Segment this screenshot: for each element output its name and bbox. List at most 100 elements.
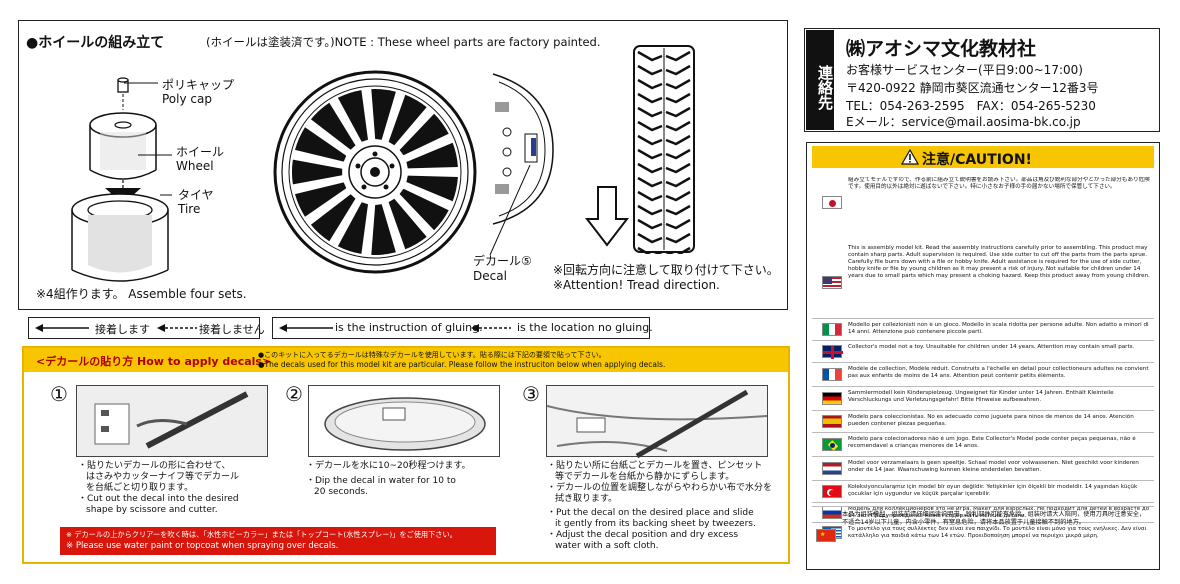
tread-groove bbox=[637, 232, 663, 244]
wheel-front-view bbox=[273, 70, 477, 274]
tread-groove bbox=[665, 232, 691, 244]
tread-groove bbox=[665, 148, 691, 160]
tread-groove bbox=[665, 176, 691, 188]
tread-groove bbox=[637, 50, 663, 62]
flag-fr-icon bbox=[822, 368, 842, 381]
caution-it: Modello per collezionisti non è un gioco… bbox=[812, 318, 1154, 340]
tread-groove bbox=[665, 218, 691, 230]
flag-de-icon bbox=[822, 392, 842, 405]
address: 〒420-0922 静岡市葵区流通センター12番3号 bbox=[846, 81, 1099, 95]
step2-number: ② bbox=[285, 382, 303, 406]
decal-header-note-en: ●The decals used for this model kit are … bbox=[258, 360, 666, 369]
tel-fax: TEL：054-263-2595 FAX：054-265-5230 bbox=[846, 99, 1096, 113]
flag-gb-icon bbox=[822, 345, 843, 359]
caution-jp: 組み立てモデルですので、作る前に組み立て説明書をお読み下さい。部品は角及び鋭利な… bbox=[812, 174, 1154, 242]
tread-groove bbox=[665, 190, 691, 202]
caution-header-bar bbox=[812, 146, 1154, 168]
decal-header-bar bbox=[24, 348, 788, 372]
decal-header-note-jp: ●このキットに入ってるデカールは特殊なデカールを使用しています。貼る際には下記の… bbox=[258, 351, 606, 359]
wheel-spoke-gap bbox=[337, 202, 368, 254]
caution-cn: ★ 本品为组装模型，组装前请仔细阅读说明书。锐利部件可能有危险，组装时请大人陪同… bbox=[812, 506, 1154, 564]
tread-groove bbox=[665, 50, 691, 62]
wheel-spoke-gap bbox=[388, 198, 427, 250]
wheel-spoke-gap bbox=[310, 194, 356, 242]
tread-groove bbox=[665, 78, 691, 90]
step1-image bbox=[76, 385, 268, 457]
company-name: ㈱アオシマ文化教材社 bbox=[846, 38, 1037, 60]
tread-groove bbox=[637, 190, 663, 202]
caution-title: 注意/CAUTION! bbox=[922, 152, 1032, 168]
tread-groove bbox=[637, 246, 663, 254]
service-center: お客様サービスセンター(平日9:00~17:00) bbox=[846, 63, 1083, 77]
caution-de: Sammlermodell kein Kinderspielzeug. Unge… bbox=[812, 386, 1154, 410]
tread-groove bbox=[637, 204, 663, 216]
decal-warning-en: ※ Please use water paint or topcoat when… bbox=[66, 541, 339, 551]
tread-groove bbox=[637, 106, 663, 118]
tread-groove bbox=[665, 92, 691, 104]
wheel-spoke-gap bbox=[399, 188, 449, 231]
tread-groove bbox=[665, 106, 691, 118]
tread-groove bbox=[665, 134, 691, 146]
flag-es-icon bbox=[822, 415, 842, 428]
wheel-spoke-gap bbox=[371, 89, 396, 140]
tread-groove bbox=[665, 64, 691, 76]
wheel-spoke-gap bbox=[295, 127, 347, 162]
tread-groove bbox=[665, 120, 691, 132]
decal-warning-jp: ※ デカールの上からクリアーを吹く時は、「水性ホビーカラー」または「トップコート… bbox=[66, 530, 457, 539]
rotation-note: ※回転方向に注意して取り付けて下さい。※Attention! Tread dir… bbox=[553, 263, 779, 292]
step3-number: ③ bbox=[522, 382, 540, 406]
email: Eメール：service@mail.aosima-bk.co.jp bbox=[846, 115, 1081, 129]
caution-nl: Model voor verzamelaars is geen speeltje… bbox=[812, 456, 1154, 480]
tread-groove bbox=[637, 218, 663, 230]
wheel-spoke-gap bbox=[371, 204, 396, 255]
assembly-panel bbox=[18, 20, 788, 310]
caution-br: Modelo para colecionadores não é um jogo… bbox=[812, 432, 1154, 456]
assemble-four-sets: ※4組作ります。 Assemble four sets. bbox=[36, 287, 247, 301]
contact-side-label: 連絡先 bbox=[806, 30, 834, 130]
step1-text: ・貼りたいデカールの形に合わせて、 はさみやカッターナイフ等でデカール を台紙ご… bbox=[78, 461, 240, 515]
flag-us-icon bbox=[822, 276, 842, 289]
caution-es: Modelo para coleccionistas. No es adecua… bbox=[812, 410, 1154, 432]
caution-tr: Koleksiyonculara̧mız için model bir oyun… bbox=[812, 480, 1154, 502]
wheel-spoke-gap bbox=[406, 142, 458, 169]
flag-it-icon bbox=[822, 323, 842, 336]
wheel-spoke-gap bbox=[310, 102, 356, 150]
direction-arrow-icon bbox=[585, 186, 629, 247]
tread-groove bbox=[637, 176, 663, 188]
wheel-spoke-gap bbox=[337, 90, 368, 142]
tread-groove bbox=[637, 134, 663, 146]
brake-detail bbox=[492, 73, 554, 225]
step1-number: ① bbox=[50, 382, 68, 406]
wheel-assembly-diagram bbox=[71, 77, 169, 282]
assembly-title: ●ホイールの組み立て bbox=[26, 35, 165, 51]
step2-text: ・デカールを水に10~20秒程つけます。 ・Dip the decal in w… bbox=[306, 461, 471, 497]
contact-panel bbox=[804, 28, 1160, 132]
wheel-spoke-gap bbox=[399, 113, 449, 156]
tread-groove bbox=[637, 148, 663, 160]
caution-fr: Modèle de collection, Modèle réduit. Con… bbox=[812, 362, 1154, 386]
tread-groove bbox=[637, 120, 663, 132]
tread-groove bbox=[637, 64, 663, 76]
decal-header: <デカールの貼り方 How to apply decals> bbox=[36, 355, 272, 368]
step3-image bbox=[546, 385, 768, 459]
wheel-spoke-gap bbox=[388, 94, 427, 146]
caution-gb: Collector's model not a toy. Unsuitable … bbox=[812, 340, 1154, 362]
tread-groove bbox=[665, 246, 691, 254]
flag-br-icon bbox=[822, 438, 842, 451]
flag-cn-icon: ★ bbox=[816, 529, 836, 542]
wheel-spoke-gap bbox=[295, 182, 347, 217]
wheel-spoke-gap bbox=[406, 175, 458, 202]
flag-tr-icon bbox=[822, 485, 842, 498]
tread-groove bbox=[665, 204, 691, 216]
wheel-spoke-gap bbox=[291, 159, 343, 185]
glue-legend-en: is the instruction of gluing. is the loc… bbox=[272, 317, 653, 339]
decal-warning-box bbox=[60, 527, 496, 555]
caution-en: This is assembly model kit. Read the ass… bbox=[812, 242, 1154, 328]
tread-groove bbox=[637, 78, 663, 90]
warning-triangle-icon bbox=[901, 149, 919, 165]
tread-groove bbox=[637, 162, 663, 174]
